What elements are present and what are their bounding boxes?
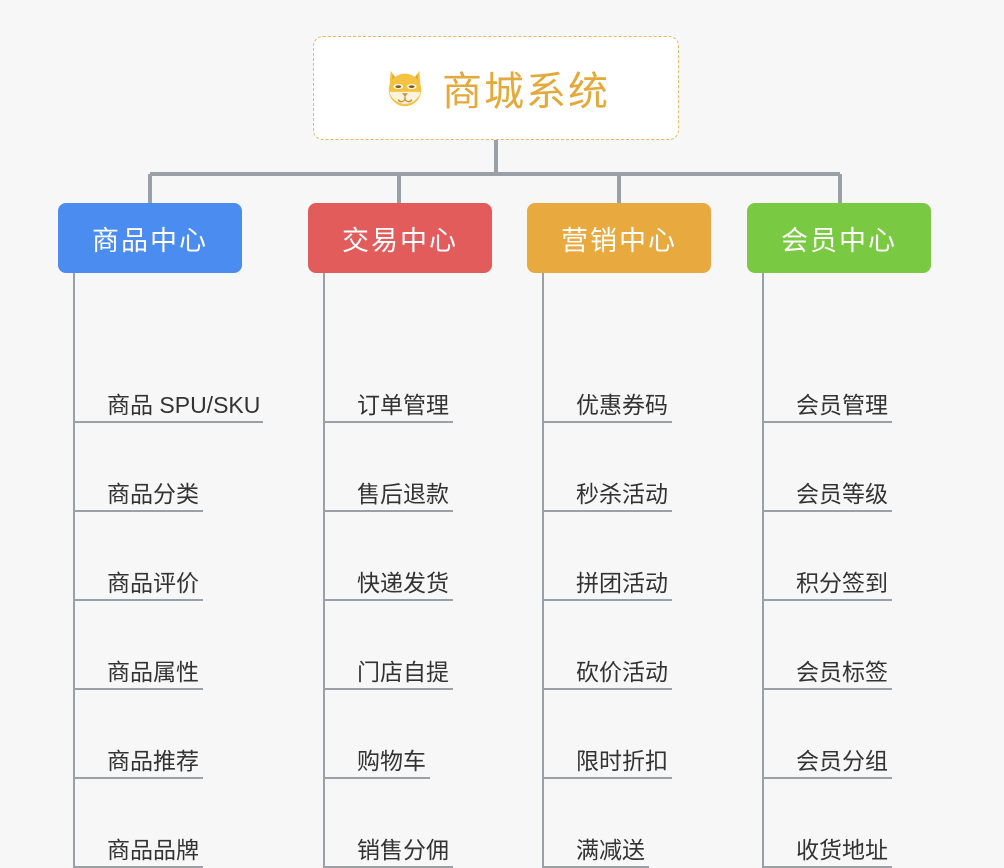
root-node-shop-system[interactable]: 商城系统 bbox=[313, 36, 679, 140]
mindmap-canvas: 商城系统 商品中心商品 SPU/SKU 商品分类商品评价商品属性商品推荐商品品牌 交… bbox=[58, 36, 931, 868]
leaf-item-label: 快递发货 bbox=[357, 570, 449, 596]
category-header-member-center[interactable]: 会员中心 bbox=[747, 203, 931, 273]
leaf-item-label: 会员管理 bbox=[796, 392, 888, 418]
leaf-item-label: 砍价活动 bbox=[576, 659, 668, 685]
leaf-item-underline bbox=[323, 421, 453, 423]
leaf-item-underline bbox=[542, 421, 672, 423]
column-spine bbox=[542, 273, 544, 868]
leaf-item-label: 收货地址 bbox=[796, 837, 888, 863]
leaf-item-label: 商品品牌 bbox=[107, 837, 199, 863]
leaf-item-label: 商品评价 bbox=[107, 570, 199, 596]
leaf-item-underline bbox=[323, 688, 453, 690]
leaf-item-underline bbox=[542, 510, 672, 512]
leaf-item-label: 会员分组 bbox=[796, 748, 888, 774]
category-column-marketing-center: 营销中心优惠券码秒杀活动拼团活动砍价活动限时折扣满减送 bbox=[527, 203, 711, 868]
leaf-item-label: 商品属性 bbox=[107, 659, 199, 685]
leaf-item-underline bbox=[762, 688, 892, 690]
leaf-item-underline bbox=[73, 777, 203, 779]
leaf-item-underline bbox=[323, 777, 430, 779]
leaf-item-underline bbox=[762, 777, 892, 779]
column-spine bbox=[323, 273, 325, 868]
leaf-item-underline bbox=[542, 599, 672, 601]
category-header-trade-center[interactable]: 交易中心 bbox=[308, 203, 492, 273]
leaf-item-label: 商品推荐 bbox=[107, 748, 199, 774]
leaf-item-underline bbox=[73, 599, 203, 601]
leaf-item-underline bbox=[73, 421, 263, 423]
column-spine bbox=[73, 273, 75, 868]
category-header-product-center[interactable]: 商品中心 bbox=[58, 203, 242, 273]
leaf-item-label: 会员等级 bbox=[796, 481, 888, 507]
leaf-item-label: 销售分佣 bbox=[357, 837, 449, 863]
leaf-item-label: 会员标签 bbox=[796, 659, 888, 685]
leaf-item-underline bbox=[73, 510, 203, 512]
leaf-item-underline bbox=[762, 510, 892, 512]
leaf-item-label: 购物车 bbox=[357, 748, 426, 774]
leaf-item-label: 优惠券码 bbox=[576, 392, 668, 418]
leaf-item-label: 满减送 bbox=[576, 837, 645, 863]
column-spine bbox=[762, 273, 764, 868]
leaf-item-label: 积分签到 bbox=[796, 570, 888, 596]
leaf-item-label: 拼团活动 bbox=[576, 570, 668, 596]
root-title: 商城系统 bbox=[442, 70, 610, 114]
leaf-item-label: 门店自提 bbox=[357, 659, 449, 685]
leaf-item-underline bbox=[323, 510, 453, 512]
leaf-item-underline bbox=[762, 599, 892, 601]
category-column-member-center: 会员中心会员管理会员等级积分签到会员标签会员分组收货地址 bbox=[747, 203, 931, 868]
leaf-item-underline bbox=[542, 777, 672, 779]
category-header-marketing-center[interactable]: 营销中心 bbox=[527, 203, 711, 273]
leaf-item-label: 商品分类 bbox=[107, 481, 199, 507]
leaf-item-underline bbox=[73, 688, 203, 690]
category-column-product-center: 商品中心商品 SPU/SKU 商品分类商品评价商品属性商品推荐商品品牌 bbox=[58, 203, 263, 868]
leaf-item-label: 售后退款 bbox=[357, 481, 449, 507]
leaf-item-label: 秒杀活动 bbox=[576, 481, 668, 507]
leaf-item-label: 限时折扣 bbox=[576, 748, 668, 774]
dog-face-icon bbox=[382, 65, 428, 111]
leaf-item-label: 订单管理 bbox=[357, 392, 449, 418]
category-column-trade-center: 交易中心订单管理售后退款快递发货门店自提购物车销售分佣 bbox=[308, 203, 492, 868]
leaf-item-label: 商品 SPU/SKU bbox=[107, 392, 261, 418]
leaf-item-underline bbox=[762, 421, 892, 423]
leaf-item-underline bbox=[542, 688, 672, 690]
leaf-item-underline bbox=[323, 599, 453, 601]
